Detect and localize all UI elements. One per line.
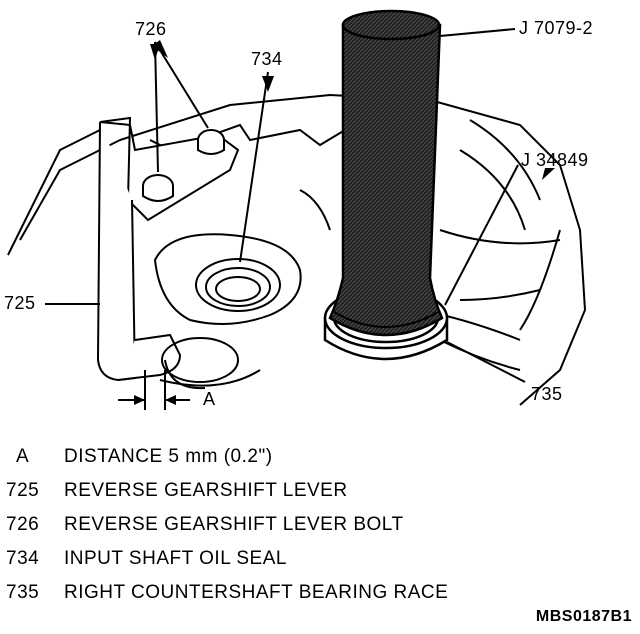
callout-a: A — [203, 389, 216, 409]
transmission-drawing — [7, 9, 587, 410]
legend-key: 725 — [6, 480, 40, 501]
legend-row: 735 RIGHT COUNTERSHAFT BEARING RACE — [0, 582, 640, 612]
legend-description: REVERSE GEARSHIFT LEVER — [64, 480, 348, 501]
transmission-case — [7, 93, 587, 406]
callout-734: 734 — [251, 49, 283, 69]
lower-bore — [161, 337, 239, 390]
legend-key: 726 — [6, 514, 40, 535]
callout-735: 735 — [531, 384, 563, 404]
legend-key: 734 — [6, 548, 40, 569]
installer-tool — [328, 9, 444, 337]
figure-code: MBS0187B1 — [535, 608, 632, 625]
arrowheads — [150, 40, 555, 180]
legend-description: REVERSE GEARSHIFT LEVER BOLT — [64, 514, 404, 535]
legend-row: 726 REVERSE GEARSHIFT LEVER BOLT — [0, 514, 640, 544]
legend-description: RIGHT COUNTERSHAFT BEARING RACE — [64, 582, 449, 603]
legend-row: A DISTANCE 5 mm (0.2") — [0, 446, 640, 476]
legend-description: DISTANCE 5 mm (0.2") — [64, 446, 273, 467]
lever-bolts — [142, 129, 225, 202]
legend-description: INPUT SHAFT OIL SEAL — [64, 548, 287, 569]
callout-725: 725 — [4, 293, 36, 313]
callout-726: 726 — [135, 19, 167, 39]
leader-lines — [45, 28, 526, 383]
legend-key: 735 — [6, 582, 40, 603]
legend-key: A — [16, 446, 30, 467]
callout-j7079-2: J 7079-2 — [519, 18, 594, 38]
dimension-a-arrows — [134, 395, 176, 405]
input-shaft-oil-seal — [195, 258, 281, 312]
transmission-illustration: 726 734 725 J 7079-2 J 34849 735 A — [4, 9, 594, 410]
legend-row: 734 INPUT SHAFT OIL SEAL — [0, 548, 640, 578]
legend-row: 725 REVERSE GEARSHIFT LEVER — [0, 480, 640, 510]
callout-j34849: J 34849 — [521, 150, 589, 170]
